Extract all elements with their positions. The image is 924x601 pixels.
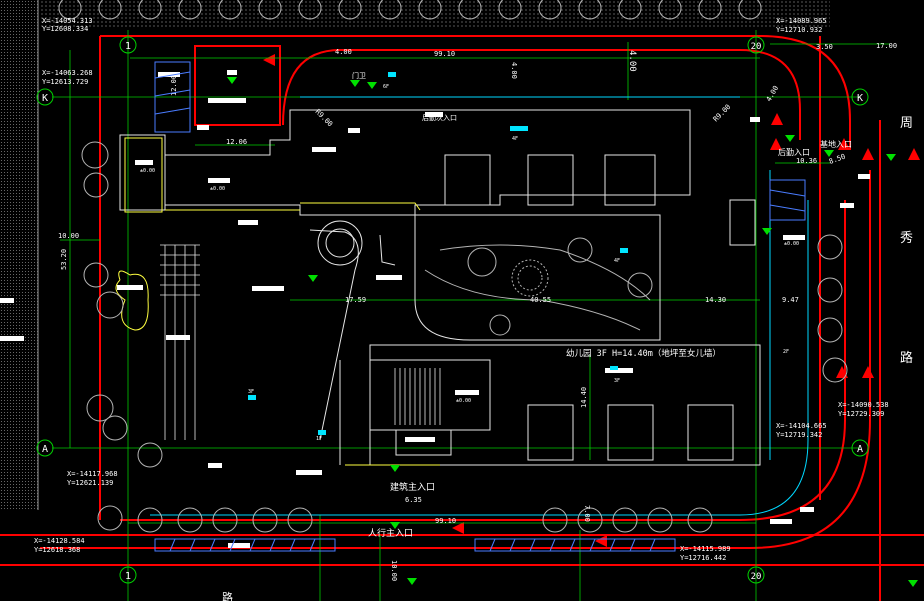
green-triangles <box>227 77 918 587</box>
dim-10-00-b: 10.00 <box>390 560 398 581</box>
top-trees <box>58 0 762 20</box>
grid-marker-left-lower: A <box>36 439 54 457</box>
coord-bottom-left-mid-y: Y=12621.139 <box>67 479 113 487</box>
dim-14-30: 14.30 <box>705 296 726 304</box>
coord-right-mid-y: Y=12719.342 <box>776 431 822 439</box>
dim-99-10-bottom: 99.10 <box>435 517 456 525</box>
grid-marker-label: A <box>857 444 863 455</box>
dim-10-36: 10.36 <box>796 157 817 165</box>
grid-marker-label: K <box>42 93 48 104</box>
dim-4-00-right: 4.00 <box>765 84 780 103</box>
coord-left-x: X=-14063.268 <box>42 69 93 77</box>
grid-marker-bottom-right: 20 <box>747 566 765 584</box>
annotation-boxes <box>0 70 870 548</box>
floor-tag: 1F <box>316 436 322 442</box>
red-boundary <box>0 35 924 601</box>
coord-top-left-y: Y=12608.334 <box>42 25 88 33</box>
dim-6-35: 6.35 <box>405 496 422 504</box>
rear-entrance-label: 后勤入口 <box>778 147 810 157</box>
dim-3-50: 3.50 <box>816 43 833 51</box>
parking-stalls <box>154 61 806 552</box>
coord-bottom-left-mid-x: X=-14117.968 <box>67 470 118 478</box>
cyan-tags <box>248 72 628 435</box>
coord-top-left-x: X=-14054.313 <box>42 17 93 25</box>
grid-marker-top-right: 20 <box>747 36 765 54</box>
coord-bottom-left-y: Y=12618.368 <box>34 546 80 554</box>
vehicle-entrance-label: 建筑主入口 <box>390 481 435 493</box>
street-label-1: 周 <box>900 116 913 131</box>
dimension-lines <box>60 42 890 524</box>
coord-right-lower-y: Y=12729.309 <box>838 410 884 418</box>
building-outline <box>119 109 761 466</box>
grid-marker-right-lower: A <box>851 439 869 457</box>
grid-marker-right-upper: K <box>851 88 869 106</box>
floor-tag: 4F <box>614 258 620 264</box>
dim-14-40: 14.40 <box>580 387 588 408</box>
dim-10-00: 10.00 <box>58 232 79 240</box>
stairs <box>160 244 441 440</box>
dim-8-50: 8.50 <box>828 153 847 166</box>
coord-right-lower-x: X=-14090.538 <box>838 401 889 409</box>
coord-top-right-y: Y=12710.932 <box>776 26 822 34</box>
coord-bottom-right-y: Y=12716.442 <box>680 554 726 562</box>
grid-marker-label: A <box>42 444 48 455</box>
cyan-lines <box>150 96 809 516</box>
dim-17-00: 17.00 <box>876 42 897 50</box>
floor-tags: 6F 4F 4F 3F 3F 2F 1F ±0.00 ±0.00 ±0.00 ±… <box>140 84 799 442</box>
fire-entrance-label: 基地入口 <box>820 139 852 149</box>
dim-9-47: 9.47 <box>782 296 799 304</box>
grid-marker-label: K <box>857 93 863 104</box>
coord-bottom-right-x: X=-14115.989 <box>680 545 731 553</box>
neighbour-hatch-left <box>0 0 38 510</box>
dim-40-55: 40.55 <box>530 296 551 304</box>
neighbour-hatch-top <box>40 0 830 28</box>
coord-left-y: Y=12613.729 <box>42 78 88 86</box>
dim-53-20: 53.20 <box>60 249 68 270</box>
grid-marker-left-upper: K <box>36 88 54 106</box>
floor-tag: ±0.00 <box>456 398 471 404</box>
grid-marker-label: 20 <box>751 42 762 52</box>
trees <box>81 141 848 533</box>
guard-room-label: 门卫 <box>352 71 366 80</box>
dim-12-06: 12.06 <box>226 138 247 146</box>
dim-r9-00-right: R9.00 <box>712 103 733 124</box>
pedestrian-entrance-label: 人行主入口 <box>368 527 413 539</box>
street-label-bottom: 路 <box>222 591 233 601</box>
floor-tag: ±0.00 <box>784 241 799 247</box>
coord-bottom-left-x: X=-14128.584 <box>34 537 85 545</box>
dim-r9-00-left: R9.00 <box>314 108 335 129</box>
dim-4-00-b: 4.00 <box>510 62 518 79</box>
service-entrance-label: 后勤次入口 <box>422 113 457 122</box>
grid-marker-label: 20 <box>751 572 762 582</box>
floor-tag: 2F <box>783 349 789 355</box>
dim-99-10-top: 99.10 <box>434 50 455 58</box>
floor-tag: 3F <box>248 389 254 395</box>
dim-4-00-vertical: 4.00 <box>627 50 637 72</box>
dim-4-00-top: 4.00 <box>335 48 352 56</box>
grid-marker-label: 1 <box>125 41 131 52</box>
dim-12-00: 12.00 <box>170 75 178 96</box>
street-label-2: 秀 <box>900 231 913 246</box>
dim-17-59: 17.59 <box>345 296 366 304</box>
street-label-3: 路 <box>900 350 913 366</box>
floor-tag: 6F <box>383 84 389 90</box>
coord-right-mid-x: X=-14104.665 <box>776 422 827 430</box>
grid-marker-bottom-left: 1 <box>119 566 137 584</box>
grid-marker-top-left: 1 <box>119 36 137 54</box>
floor-tag: 3F <box>614 378 620 384</box>
dimension-labels: 4.00 99.10 4.00 4.00 4.00 R9.00 R9.00 3.… <box>58 42 897 581</box>
coordinate-labels: X=-14054.313 Y=12608.334 X=-14063.268 Y=… <box>34 17 889 562</box>
floor-tag: ±0.00 <box>210 186 225 192</box>
floor-tag: ±0.00 <box>140 168 155 174</box>
kindergarten-label: 幼儿园 3F H=14.40m（地坪至女儿墙） <box>566 348 721 359</box>
floor-tag: 4F <box>512 136 518 142</box>
grid-marker-label: 1 <box>125 571 131 582</box>
dim-7-00: 7.00 <box>583 505 591 522</box>
coord-top-right-x: X=-14089.965 <box>776 17 827 25</box>
red-arrows <box>263 54 920 547</box>
